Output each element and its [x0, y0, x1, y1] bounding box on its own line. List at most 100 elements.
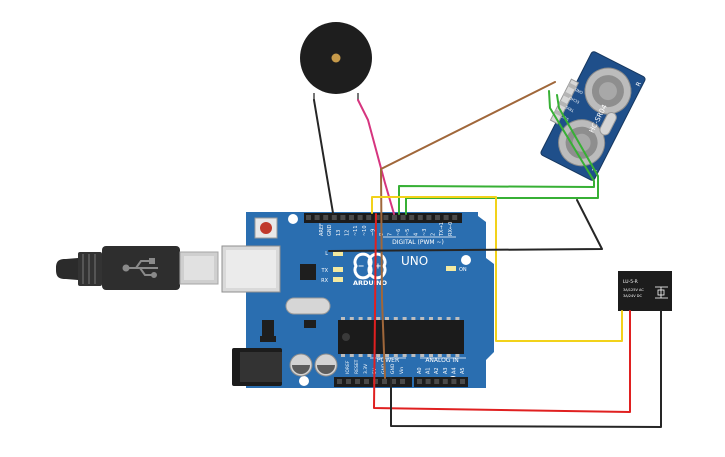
digital-pin-label: 4 [413, 233, 419, 236]
header-pin[interactable] [314, 215, 320, 220]
digital-pin-label: ~6 [396, 229, 402, 236]
header-pin[interactable] [373, 379, 378, 384]
tx-led [333, 267, 343, 272]
header-pin[interactable] [340, 215, 346, 220]
header-pin[interactable] [355, 379, 360, 384]
atmega-chip [338, 317, 464, 357]
header-pin[interactable] [460, 379, 465, 384]
svg-text:−: − [358, 262, 365, 271]
header-pin[interactable] [366, 215, 372, 220]
wire-yellow[interactable] [371, 196, 623, 342]
sensor-crystal [599, 111, 617, 136]
header-pin[interactable] [409, 215, 415, 220]
sensor-pin[interactable] [554, 109, 564, 117]
sensor-r-mark: R [635, 81, 643, 88]
gnd-label: GND [327, 224, 333, 236]
rx-led [333, 277, 343, 282]
header-pin[interactable] [452, 215, 458, 220]
digital-pin-label: 2 [431, 233, 437, 236]
header-pin[interactable] [349, 215, 354, 220]
sensor-pin-label: GND [574, 87, 584, 95]
header-pin[interactable] [451, 379, 457, 384]
sensor-pin-label: ECHO [568, 96, 580, 105]
header-pin[interactable] [417, 215, 423, 220]
analog-pin-label: A4 [451, 367, 457, 374]
header-pin[interactable] [331, 215, 337, 220]
header-pin[interactable] [337, 379, 342, 384]
analog-pin-label: A3 [443, 367, 449, 374]
header-pin[interactable] [417, 379, 422, 384]
digital-pin-label: ~5 [405, 229, 411, 236]
digital-pin-label: ~11 [353, 225, 359, 236]
usb-symbol-icon [122, 258, 158, 278]
analog-header[interactable] [414, 377, 468, 387]
header-pin[interactable] [443, 215, 449, 220]
sensor-pin[interactable] [567, 82, 577, 90]
mounting-hole [288, 214, 298, 224]
header-pin[interactable] [346, 379, 351, 384]
header-pin[interactable] [382, 379, 387, 384]
header-pin[interactable] [425, 379, 431, 384]
piezo-buzzer[interactable] [300, 22, 372, 100]
digital-header[interactable] [304, 213, 462, 223]
header-pin[interactable] [435, 215, 440, 220]
l-led [333, 250, 343, 256]
header-pin[interactable] [391, 379, 396, 384]
power-pin-label: RESET [354, 359, 360, 374]
l-label: L [325, 251, 328, 257]
header-pin[interactable] [434, 379, 440, 384]
header-pin[interactable] [392, 215, 397, 220]
relay-rating-dc: 3A/24V DC [623, 294, 642, 298]
wire-magenta[interactable] [357, 99, 395, 215]
analog-pin-label: A2 [434, 367, 440, 374]
aref-label: AREF [319, 223, 325, 236]
relay-module[interactable]: LU-5-R 3A/125V AC 3A/24V DC [618, 271, 672, 311]
power-pin-label: 3.3V [363, 363, 369, 374]
wire-black[interactable] [328, 199, 603, 252]
header-pin[interactable] [323, 215, 329, 220]
analog-pin-label: A5 [460, 367, 466, 374]
header-pin[interactable] [442, 379, 448, 384]
relay-rating-ac: 3A/125V AC [623, 288, 644, 292]
arduino-logo-icon: − + [353, 252, 387, 280]
header-pin[interactable] [426, 215, 432, 220]
sensor-pin-label: TRIG [564, 105, 575, 114]
relay-switch-icon [655, 286, 668, 299]
sensor-pin[interactable] [558, 100, 568, 108]
wire-red[interactable] [373, 213, 631, 413]
board-model: UNO [401, 254, 428, 268]
capacitor [289, 353, 313, 377]
header-pin[interactable] [400, 379, 405, 384]
svg-text:+: + [375, 262, 382, 271]
header-pin[interactable] [400, 215, 406, 220]
header-pin[interactable] [364, 379, 369, 384]
power-pin-label: Vin [399, 367, 405, 374]
wire-black[interactable] [313, 99, 334, 214]
usb-cable[interactable] [56, 246, 219, 290]
analog-label: ANALOG IN [425, 357, 458, 364]
power-pin-label: GND [390, 363, 396, 374]
digital-pin-label: 13 [336, 230, 342, 236]
sensor-receiver [584, 67, 632, 115]
header-pin[interactable] [357, 215, 363, 220]
wire-black[interactable] [390, 310, 662, 428]
wire-brown[interactable] [380, 81, 556, 379]
reset-button[interactable] [254, 217, 278, 239]
header-pin[interactable] [306, 215, 311, 220]
header-pin[interactable] [383, 215, 389, 220]
capacitor [314, 353, 338, 377]
power-label: POWER [377, 357, 399, 364]
wire-green[interactable] [398, 90, 595, 215]
header-pin[interactable] [374, 215, 380, 220]
digital-label: DIGITAL (PWM ~) [392, 239, 444, 246]
mounting-hole [461, 255, 471, 265]
buzzer-center-icon [331, 53, 341, 63]
wire-green[interactable] [405, 94, 599, 215]
analog-pin-label: A0 [417, 367, 423, 374]
sensor-pin[interactable] [563, 91, 573, 99]
digital-pin-label: ~3 [422, 229, 428, 236]
voltage-regulator [262, 320, 274, 336]
